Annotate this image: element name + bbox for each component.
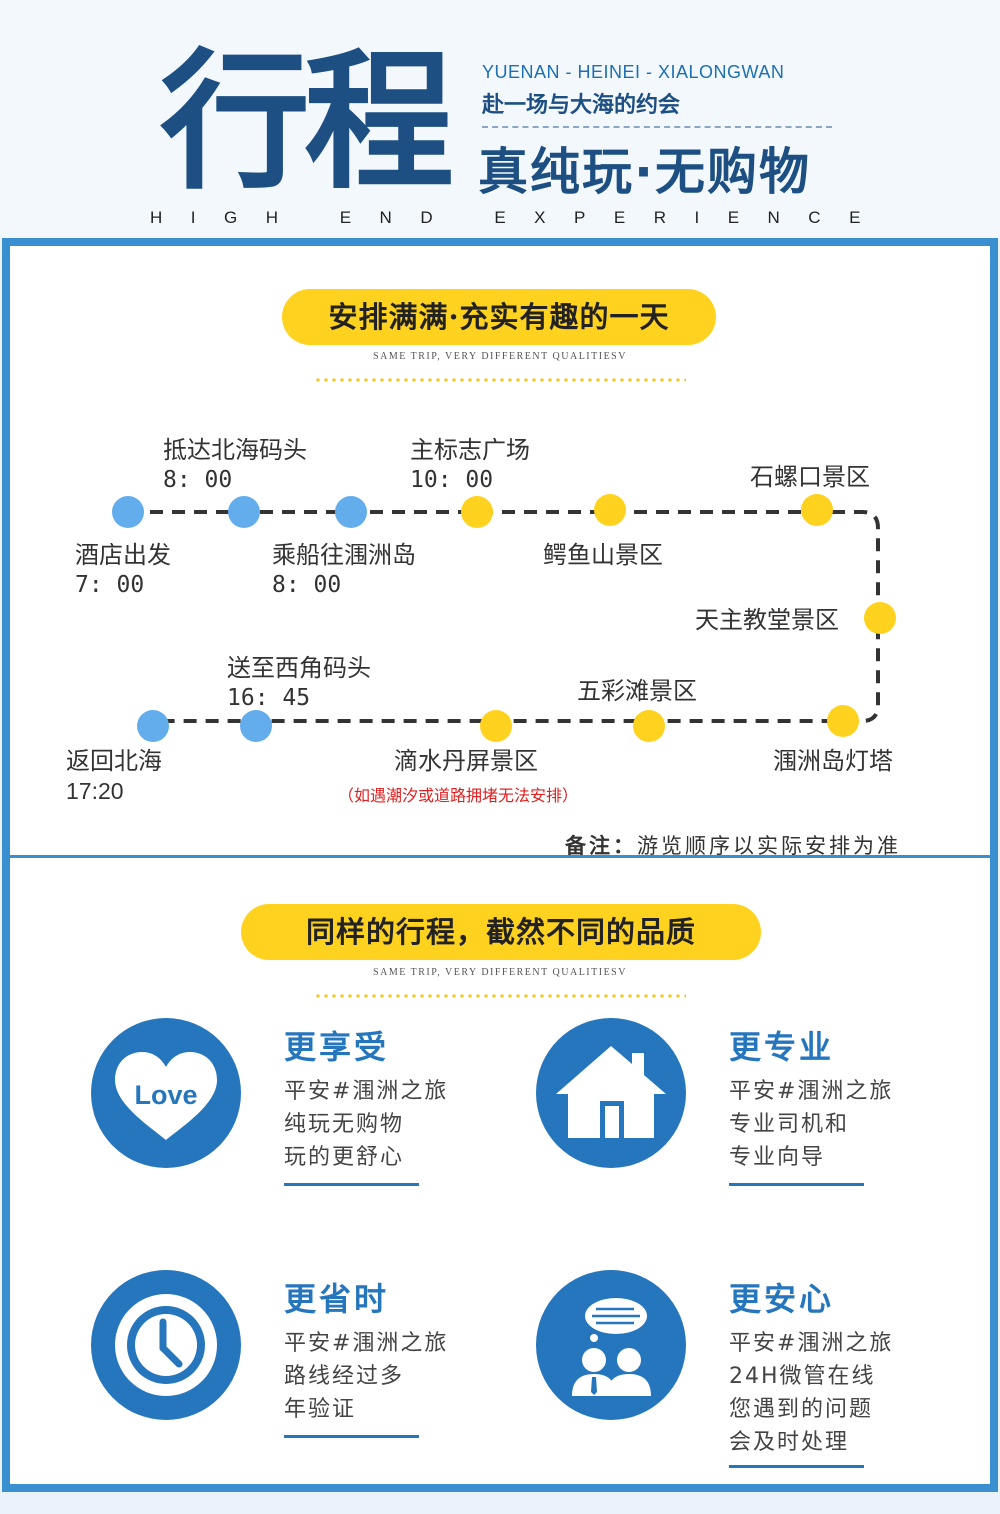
clock-icon <box>115 1294 217 1396</box>
feature-pro-line: 专业向导 <box>729 1145 826 1170</box>
feature-time-line: 年验证 <box>284 1397 357 1422</box>
schedule-dots <box>314 378 686 382</box>
route-stop-marker <box>112 496 144 528</box>
feature-enjoy-title: 更享受 <box>284 1028 390 1066</box>
feature-safe-title: 更安心 <box>729 1280 835 1318</box>
feature-safe-line: 24H微管在线 <box>729 1364 876 1389</box>
schedule-subheading: SAME TRIP, VERY DIFFERENT QUALITIESV <box>373 351 627 362</box>
feature-safe-line: 会及时处理 <box>729 1430 850 1455</box>
feature-enjoy-line: 玩的更舒心 <box>284 1145 405 1170</box>
feature-time-title: 更省时 <box>284 1280 390 1318</box>
love-heart-icon: Love <box>115 1052 217 1140</box>
stop-label-lighthouse: 涠洲岛灯塔 <box>773 747 893 775</box>
section-divider <box>2 855 998 858</box>
feature-safe-circle <box>536 1270 686 1420</box>
feature-time-line: 平安#涠洲之旅 <box>284 1331 449 1356</box>
header-divider <box>482 126 832 128</box>
page-header: 行程 YUENAN - HEINEI - XIALONGWAN 赴一场与大海的约… <box>0 0 1000 238</box>
page-title: 行程 <box>160 36 454 210</box>
quality-heading: 同样的行程，截然不同的品质 <box>241 904 761 960</box>
quality-subheading: SAME TRIP, VERY DIFFERENT QUALITIESV <box>373 967 627 978</box>
chat-people-icon <box>572 1298 651 1396</box>
route-stop-marker <box>480 710 512 742</box>
route-stop-marker <box>137 710 169 742</box>
feature-time-line: 路线经过多 <box>284 1364 405 1389</box>
stop-label-cathedral: 天主教堂景区 <box>695 606 839 634</box>
feature-enjoy-line: 纯玩无购物 <box>284 1112 405 1137</box>
feature-enjoy-line: 平安#涠洲之旅 <box>284 1079 449 1104</box>
feature-safe-line: 平安#涠洲之旅 <box>729 1331 894 1356</box>
tide-note: （如遇潮汐或道路拥堵无法安排） <box>338 786 579 805</box>
feature-time-circle <box>91 1270 241 1420</box>
feature-safe-line: 您遇到的问题 <box>729 1397 874 1422</box>
route-stop-marker <box>801 494 833 526</box>
route-stop-marker <box>594 494 626 526</box>
route-stop-marker <box>335 496 367 528</box>
feature-enjoy-circle: Love <box>91 1018 241 1168</box>
route-stop-marker <box>461 496 493 528</box>
feature-pro-line: 专业司机和 <box>729 1112 850 1137</box>
feature-pro-title: 更专业 <box>729 1028 835 1066</box>
stop-label-shiluokou: 石螺口景区 <box>750 463 870 491</box>
svg-text:Love: Love <box>134 1080 197 1110</box>
schedule-remark: 备注：游览顺序以实际安排为准 <box>565 834 901 858</box>
schedule-heading: 安排满满·充实有趣的一天 <box>282 289 716 345</box>
route-english: YUENAN - HEINEI - XIALONGWAN <box>482 62 785 82</box>
stop-label-crocodile-hill: 鳄鱼山景区 <box>543 541 663 569</box>
house-icon <box>556 1046 666 1138</box>
feature-pro-circle <box>536 1018 686 1168</box>
tagline: HIGH END EXPERIENCE <box>150 208 889 227</box>
route-chinese: 赴一场与大海的约会 <box>482 93 681 118</box>
stop-label-dishuidanping: 滴水丹屏景区 <box>394 747 538 775</box>
route-stop-marker <box>228 496 260 528</box>
feature-pro-line: 平安#涠洲之旅 <box>729 1079 894 1104</box>
route-stop-marker <box>240 710 272 742</box>
feature-enjoy-underline <box>284 1183 419 1186</box>
route-stop-marker <box>827 705 859 737</box>
quality-dots <box>314 994 686 998</box>
feature-safe-underline <box>729 1465 864 1468</box>
feature-time-underline <box>284 1435 419 1438</box>
feature-pro-underline <box>729 1183 864 1186</box>
stop-label-wucaitan: 五彩滩景区 <box>577 677 697 705</box>
route-stop-marker <box>864 602 896 634</box>
slogan: 真纯玩·无购物 <box>478 143 811 201</box>
route-stop-marker <box>633 710 665 742</box>
